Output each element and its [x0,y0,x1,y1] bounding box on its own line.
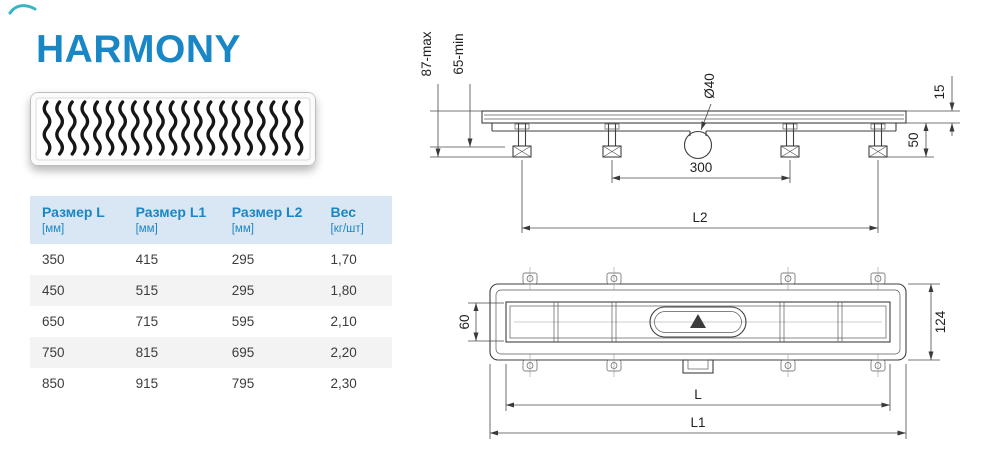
leg-4 [868,123,888,158]
page-title: HARMONY [36,28,241,71]
table-row: 850 915 795 2,30 [30,368,392,399]
outlet-triangle-icon [690,314,706,328]
table-cell: 850 [42,376,65,391]
mounting-tabs-top [522,267,886,290]
col-header-size-l2: Размер L2 [мм] [219,196,319,244]
col-unit: [кг/шт] [330,223,364,235]
col-header-weight: Вес [кг/шт] [318,196,392,244]
product-photo [30,92,316,166]
table-row: 650 715 595 2,10 [30,306,392,337]
dim-outlet-diameter: Ø40 [702,73,717,99]
plan-view-dimensions: 60 124 L L1 [457,283,948,439]
dim-length-l1: L1 [690,415,705,430]
table-row: 350 415 295 1,70 [30,244,392,275]
dim-channel-width: 60 [457,314,472,329]
table-cell: 295 [231,283,255,298]
table-cell: 750 [42,345,65,360]
table-cell: 2,10 [330,314,357,329]
table-cell: 695 [231,345,255,360]
col-header-size-l1: Размер L1 [мм] [123,196,220,244]
table-cell: 515 [135,283,159,298]
dim-height-min: 65-min [451,33,466,74]
side-view-dimensions: 87-max 65-min Ø40 15 50 300 L2 [419,31,960,233]
col-label: Размер L1 [135,204,207,220]
table-cell: 450 [42,283,65,298]
leg-1 [512,123,532,158]
table-row: 450 515 295 1,80 [30,275,392,306]
table-cell: 2,20 [330,345,357,360]
table-cell: 1,70 [330,252,357,267]
table-cell: 2,30 [330,376,357,391]
col-label: Размер L2 [231,204,303,220]
outlet-flange [682,359,714,374]
mounting-tabs-bottom [522,354,886,377]
table-cell: 915 [135,376,159,391]
table-cell: 715 [135,314,159,329]
col-label: Размер L [42,204,105,220]
col-label: Вес [330,204,357,220]
col-header-size-l: Размер L [мм] [30,196,124,244]
leg-3 [780,123,800,158]
dim-body-height: 50 [906,132,921,147]
side-view [481,110,907,160]
dim-outlet-spacing: 300 [690,160,713,175]
table-cell: 795 [231,376,255,391]
dim-height-max: 87-max [419,31,434,76]
col-unit: [мм] [231,223,254,235]
leg-2 [602,123,622,158]
table-row: 750 815 695 2,20 [30,337,392,368]
spec-table-wrap: Размер L [мм] Размер L1 [мм] Размер L2 [… [30,196,392,399]
drain-outlet-circle [683,130,713,160]
plan-view [489,267,907,377]
logo-fragment-icon [8,4,37,15]
table-cell: 415 [135,252,159,267]
table-header-row: Размер L [мм] Размер L1 [мм] Размер L2 [… [30,196,392,244]
table-cell: 1,80 [330,283,357,298]
spec-table: Размер L [мм] Размер L1 [мм] Размер L2 [… [30,196,392,399]
col-unit: [мм] [135,223,158,235]
table-cell: 295 [231,252,255,267]
dim-length-l2: L2 [692,210,707,225]
table-cell: 815 [135,345,159,360]
col-unit: [мм] [42,223,65,235]
table-cell: 350 [42,252,65,267]
dim-frame-height: 15 [932,84,947,99]
technical-drawing: 87-max 65-min Ø40 15 50 300 L2 [419,31,960,439]
table-cell: 595 [231,314,255,329]
dim-body-width: 124 [933,310,948,333]
dim-length-l: L [694,387,702,402]
table-cell: 650 [42,314,65,329]
